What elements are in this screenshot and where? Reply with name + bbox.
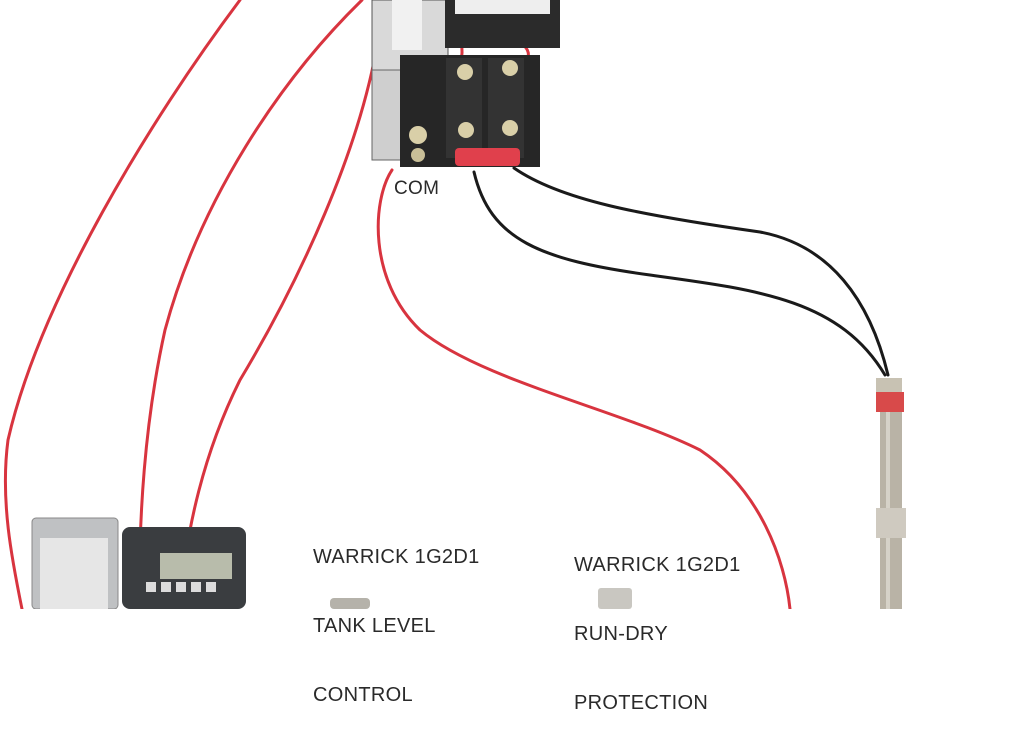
- tank-level-line-1: WARRICK 1G2D1: [313, 546, 480, 568]
- red-wire-com: [376, 168, 792, 609]
- tank-level-line-3: CONTROL: [313, 684, 413, 706]
- run-dry-line-3: PROTECTION: [574, 692, 709, 714]
- run-dry-line-1: WARRICK 1G2D1: [574, 554, 741, 576]
- run-dry-line-2: RUN-DRY: [574, 623, 668, 645]
- tank-level-line-2: TANK LEVEL: [313, 615, 436, 637]
- wiring-diagram: [3, 0, 906, 609]
- timer-enclosure: [31, 517, 246, 609]
- red-wire-3: [178, 38, 380, 609]
- tank-level-switch: [330, 598, 370, 609]
- contactor: [371, 0, 560, 167]
- tank-level-control-label: WARRICK 1G2D1 TANK LEVEL CONTROL: [313, 500, 480, 730]
- submersible-pump: [876, 378, 906, 609]
- run-dry-protection-label: WARRICK 1G2D1 RUN-DRY PROTECTION: [574, 508, 741, 738]
- black-wire-2: [512, 166, 890, 377]
- com-label: COM: [394, 178, 440, 199]
- run-dry-switch: [598, 588, 632, 609]
- red-wire-2: [138, 0, 364, 609]
- black-wire-1: [472, 170, 887, 377]
- red-wire-1: [3, 0, 242, 609]
